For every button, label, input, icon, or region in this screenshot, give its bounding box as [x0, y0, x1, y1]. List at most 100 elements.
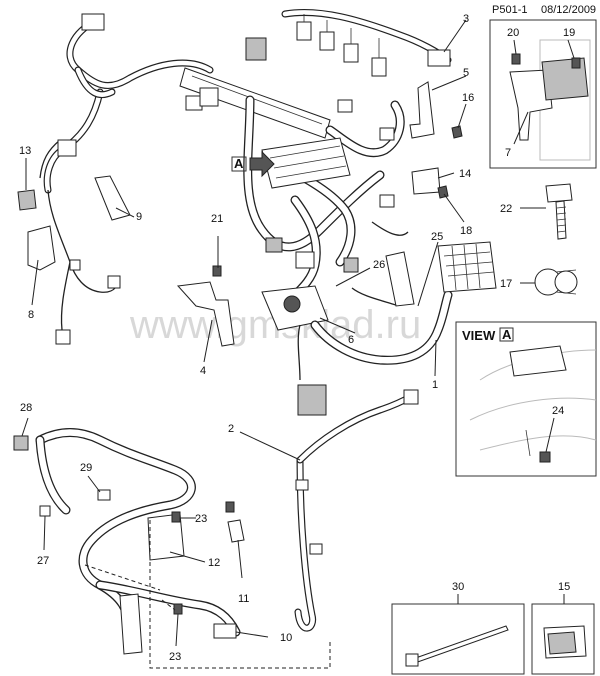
- callout-10: 10: [280, 632, 292, 644]
- injector-connector-2: [319, 31, 335, 51]
- connector-lower: [297, 384, 327, 416]
- callout-1: 1: [432, 379, 438, 391]
- callout-13: 13: [19, 145, 31, 157]
- clip-2: [309, 543, 323, 555]
- right-brackets: [351, 81, 463, 307]
- fuse-block: [437, 241, 497, 293]
- callout-22: 22: [500, 203, 512, 215]
- callout-14: 14: [459, 168, 471, 180]
- callout-3: 3: [463, 13, 469, 25]
- callout-20: 20: [507, 27, 519, 39]
- bolt-18: [437, 185, 449, 199]
- callout-29: 29: [80, 462, 92, 474]
- bolt-23-lower: [173, 603, 183, 615]
- leader-lines: [21, 19, 575, 647]
- terminal-10: [213, 623, 237, 639]
- inset-relay: [489, 19, 597, 169]
- callout-8: 8: [28, 309, 34, 321]
- clip-2-upper: [295, 479, 309, 491]
- stud-17: [534, 268, 578, 296]
- fuse-box: [437, 241, 497, 293]
- callout-28: 28: [20, 402, 32, 414]
- bolt-19: [571, 57, 581, 69]
- callout-23-upper: 23: [195, 513, 207, 525]
- connector-mid-3: [343, 257, 359, 273]
- connector-mid-6: [379, 127, 395, 141]
- engine-harness: [43, 8, 453, 416]
- callout-26: 26: [373, 259, 385, 271]
- harness-housing: [261, 137, 351, 189]
- callout-7: 7: [505, 147, 511, 159]
- connector-body-3: [245, 37, 267, 61]
- connector-8-lower: [55, 329, 71, 345]
- connector-mid-4: [379, 194, 395, 208]
- connector-item3: [427, 49, 451, 67]
- connector-13-upper: [57, 139, 77, 157]
- callout-6: 6: [348, 334, 354, 346]
- battery-cables: [13, 389, 419, 655]
- callout-25: 25: [431, 231, 443, 243]
- bolt-23-upper: [171, 511, 181, 523]
- connector-top-left: [81, 13, 105, 31]
- bracket-14: [411, 167, 441, 195]
- items-bottom-right: [391, 603, 595, 675]
- terminal-boot: [119, 593, 143, 655]
- module-socket: [283, 295, 301, 313]
- diagram-date: 08/12/2009: [541, 4, 597, 16]
- bracket-4-group: [176, 265, 235, 347]
- clip-8: [69, 259, 81, 271]
- bolt-20: [511, 53, 521, 65]
- injector-connector-3: [343, 43, 359, 63]
- terminal-2-top: [403, 389, 419, 405]
- hardware-items: [534, 183, 578, 296]
- bracket-8: [27, 225, 56, 271]
- bolt-21: [212, 265, 222, 277]
- callout-16: 16: [462, 92, 474, 104]
- callout-17: 17: [500, 278, 512, 290]
- callout-21: 21: [211, 213, 223, 225]
- callout-5: 5: [463, 67, 469, 79]
- clip-9: [94, 175, 131, 221]
- callout-2: 2: [228, 423, 234, 435]
- connector-9-lower: [107, 275, 121, 289]
- bracket-4: [176, 281, 235, 347]
- terminal-28: [13, 435, 29, 451]
- callout-23-lower: 23: [169, 651, 181, 663]
- connector-mid-2: [295, 251, 315, 269]
- callout-9: 9: [136, 211, 142, 223]
- view-label: VIEW: [462, 328, 496, 343]
- bolt-22: [545, 183, 573, 240]
- diagram-code: P501-1: [492, 4, 528, 16]
- callout-numbers: 3 5 16 14 18 25 26 6 1 13 9 8 21 4 20 19…: [19, 13, 575, 663]
- connector-mid-1: [265, 237, 283, 253]
- connector-body-2: [199, 87, 219, 107]
- clip-29: [97, 489, 111, 501]
- left-harness: [17, 139, 131, 345]
- clip-27: [39, 505, 51, 517]
- connector-mid-5: [337, 99, 353, 113]
- bracket-25: [385, 251, 415, 307]
- callout-4: 4: [200, 365, 206, 377]
- callout-19: 19: [563, 27, 575, 39]
- view-marker-box: [499, 327, 514, 342]
- connector-13: [17, 189, 37, 211]
- arrow-a: [249, 150, 275, 178]
- callout-27: 27: [37, 555, 49, 567]
- dashed-guides: [84, 520, 331, 669]
- injector-connector-1: [296, 21, 312, 41]
- view-a-inset: VIEW A: [455, 321, 597, 477]
- view-a-arrow: A: [231, 150, 275, 178]
- callout-12: 12: [208, 557, 220, 569]
- injector-connector-4: [371, 57, 387, 77]
- callout-30: 30: [452, 581, 464, 593]
- bolt-23-right: [225, 501, 235, 513]
- view-marker: A: [502, 327, 512, 342]
- bolt-16: [451, 125, 463, 139]
- callout-24: 24: [552, 405, 564, 417]
- relay-module: [541, 57, 589, 101]
- callout-15: 15: [558, 581, 570, 593]
- cable-tie-30: [409, 625, 509, 665]
- callout-18: 18: [460, 225, 472, 237]
